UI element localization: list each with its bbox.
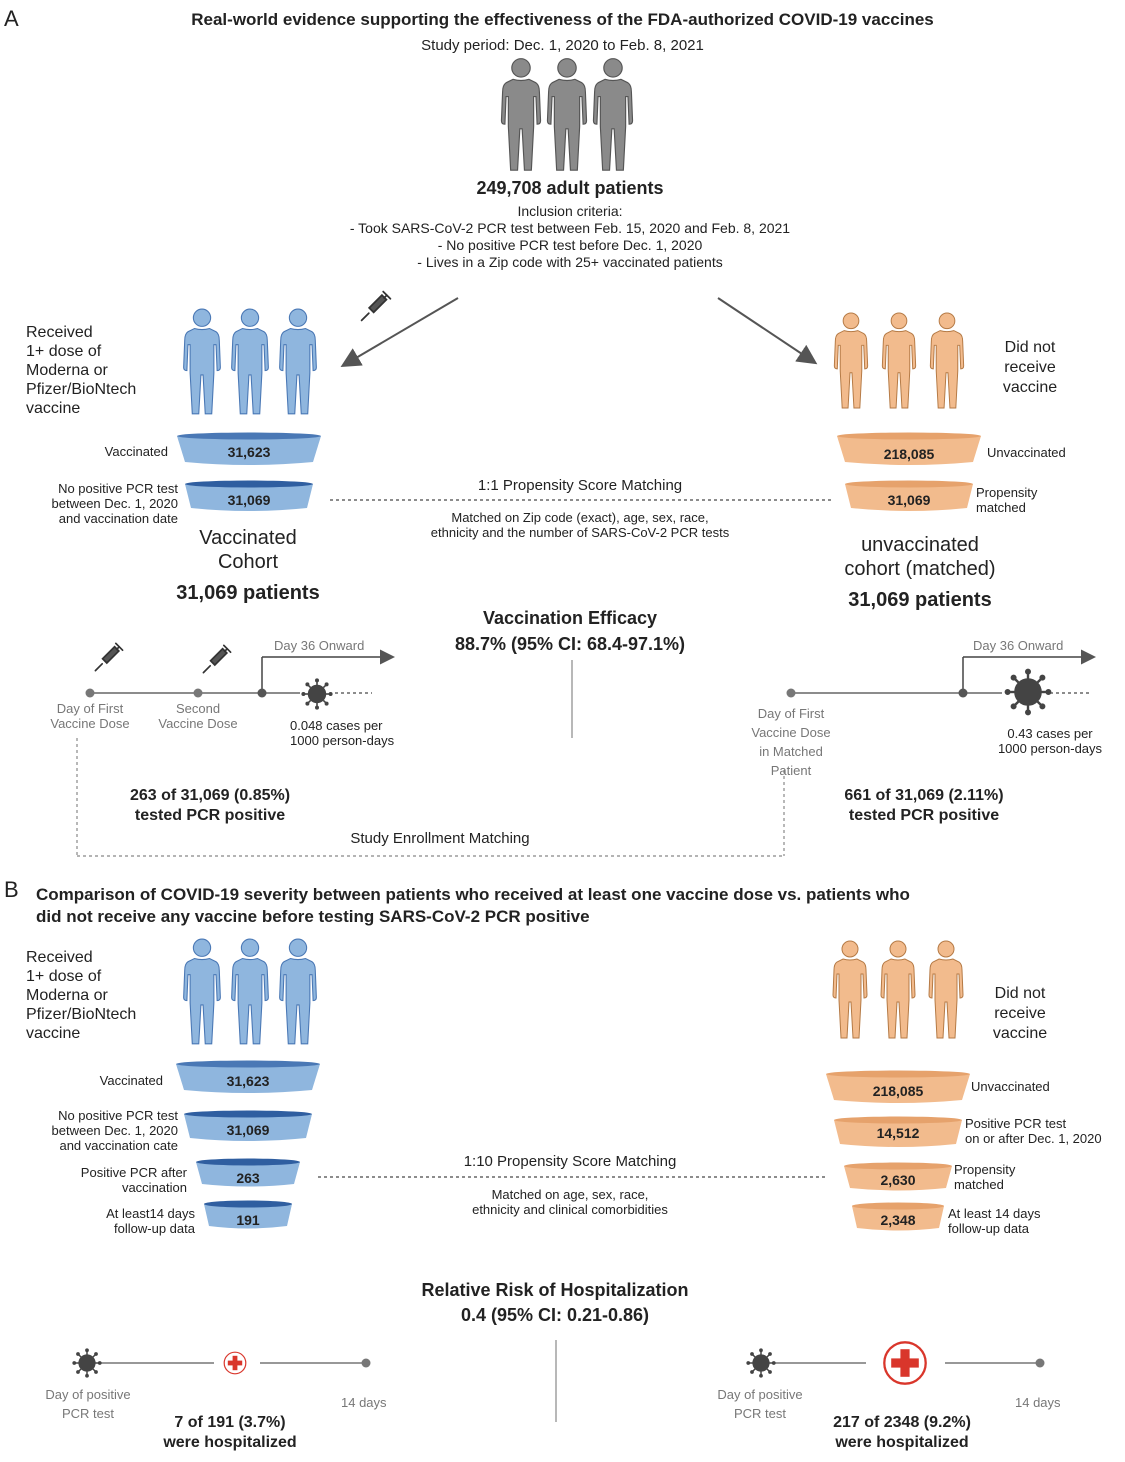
left-group-label-b: Received 1+ dose of Moderna or Pfizer/Bi…	[26, 949, 137, 1042]
no-positive-label: No positive PCR test between Dec. 1, 202…	[51, 481, 178, 526]
b-vaccinated-label: Vaccinated	[99, 1073, 163, 1088]
hospital-cross-icon	[223, 1351, 247, 1375]
matching-desc-b: Matched on age, sex, race, ethnicity and…	[472, 1187, 668, 1217]
propensity-label: Propensity matched	[976, 485, 1038, 515]
right-timeline-a	[783, 649, 1096, 856]
second-dose-label: Second Vaccine Dose	[158, 701, 238, 731]
criteria-2: - No positive PCR test before Dec. 1, 20…	[437, 237, 703, 253]
virus-icon	[746, 1348, 776, 1378]
total-patients: 249,708 adult patients	[476, 178, 664, 198]
right-funnel-a	[837, 432, 981, 511]
matched-first-dose-label: Day of First Vaccine Dose in Matched Pat…	[751, 706, 831, 778]
unvacc-cohort-count: 31,069 patients	[848, 589, 992, 611]
vaccinated-label: Vaccinated	[104, 444, 168, 459]
bottom-timelines	[101, 1340, 1045, 1422]
b-right-result: 217 of 2348 (9.2%) were hospitalized	[833, 1414, 971, 1451]
panel-b-letter: B	[4, 877, 19, 902]
vacc-cohort-label: Vaccinated Cohort	[199, 527, 297, 573]
b-unvaccinated-label: Unvaccinated	[971, 1079, 1050, 1094]
unvacc-cohort-label: unvaccinated cohort (matched)	[844, 534, 996, 580]
matching-desc-a: Matched on Zip code (exact), age, sex, r…	[430, 510, 730, 540]
vacc-cohort-count: 31,069 patients	[176, 582, 320, 604]
unvaccinated-label: Unvaccinated	[987, 445, 1066, 460]
criteria-1: - Took SARS-CoV-2 PCR test between Feb. …	[349, 220, 791, 236]
b-no-positive-count: 31,069	[226, 1122, 270, 1138]
b-positive-pcr-count: 14,512	[876, 1125, 920, 1141]
b-followup-count: 191	[236, 1212, 260, 1228]
panel-a-letter: A	[4, 6, 19, 31]
right-funnel-b	[826, 1070, 970, 1231]
matching-line-b	[318, 1176, 828, 1178]
rr-title: Relative Risk of Hospitalization	[421, 1280, 689, 1300]
first-dose-label: Day of First Vaccine Dose	[50, 701, 130, 731]
rr-value: 0.4 (95% CI: 0.21-0.86)	[460, 1305, 650, 1325]
b-no-positive-label: No positive PCR test between Dec. 1, 202…	[51, 1108, 178, 1153]
b-left-result: 7 of 191 (3.7%) were hospitalized	[163, 1414, 297, 1451]
propensity-count: 31,069	[887, 492, 931, 508]
vaccinated-count: 31,623	[227, 444, 271, 460]
right-result-a: 661 of 31,069 (2.11%) tested PCR positiv…	[844, 787, 1004, 824]
b-left-start-label: Day of positive PCR test	[45, 1387, 131, 1421]
no-positive-count: 31,069	[227, 492, 271, 508]
efficacy-title: Vaccination Efficacy	[482, 608, 658, 628]
b-right-end-label: 14 days	[1015, 1395, 1061, 1410]
panel-b-title: Comparison of COVID-19 severity between …	[36, 885, 910, 926]
left-rate: 0.048 cases per 1000 person-days	[290, 718, 395, 748]
b-followup-label-right: At least 14 days follow-up data	[948, 1206, 1041, 1236]
b-followup-label: At least14 days follow-up data	[106, 1206, 195, 1236]
center-divider-a	[571, 660, 573, 738]
b-positive-pcr-label: Positive PCR test on or after Dec. 1, 20…	[965, 1116, 1102, 1146]
b-positive-after-label: Positive PCR after vaccination	[80, 1165, 187, 1195]
inclusion-heading: Inclusion criteria:	[517, 203, 623, 219]
virus-icon	[72, 1348, 102, 1378]
b-right-start-label: Day of positive PCR test	[717, 1387, 803, 1421]
b-left-end-label: 14 days	[341, 1395, 387, 1410]
matching-title-a: 1:1 Propensity Score Matching	[477, 477, 683, 494]
study-period: Study period: Dec. 1, 2020 to Feb. 8, 20…	[421, 37, 704, 54]
left-timeline-a	[76, 649, 784, 857]
unvaccinated-count: 218,085	[883, 446, 935, 462]
panel-a-title: Real-world evidence supporting the effec…	[191, 10, 934, 29]
split-arrows	[340, 297, 818, 368]
b-positive-after-count: 263	[236, 1170, 260, 1186]
matching-title-b: 1:10 Propensity Score Matching	[463, 1153, 677, 1170]
b-propensity-label: Propensity matched	[954, 1162, 1016, 1192]
right-day36-label: Day 36 Onward	[973, 638, 1064, 653]
left-day36-label: Day 36 Onward	[274, 638, 365, 653]
left-funnel-a	[177, 432, 321, 511]
criteria-3: - Lives in a Zip code with 25+ vaccinate…	[417, 254, 723, 270]
right-rate: 0.43 cases per 1000 person-days	[997, 726, 1103, 756]
b-unvaccinated-count: 218,085	[872, 1083, 924, 1099]
enrollment-matching: Study Enrollment Matching	[350, 830, 530, 847]
b-followup-count-right: 2,348	[880, 1212, 916, 1228]
right-group-label-b: Did not receive vaccine	[992, 985, 1048, 1042]
efficacy-value: 88.7% (95% CI: 68.4-97.1%)	[454, 634, 686, 654]
b-vaccinated-count: 31,623	[226, 1073, 270, 1089]
left-result-a: 263 of 31,069 (0.85%) tested PCR positiv…	[129, 787, 291, 824]
left-group-label: Received 1+ dose of Moderna or Pfizer/Bi…	[26, 324, 137, 417]
b-propensity-count: 2,630	[880, 1172, 916, 1188]
left-funnel-b	[176, 1060, 320, 1229]
right-group-label: Did not receive vaccine	[1002, 339, 1058, 396]
hospital-cross-icon	[883, 1341, 927, 1385]
